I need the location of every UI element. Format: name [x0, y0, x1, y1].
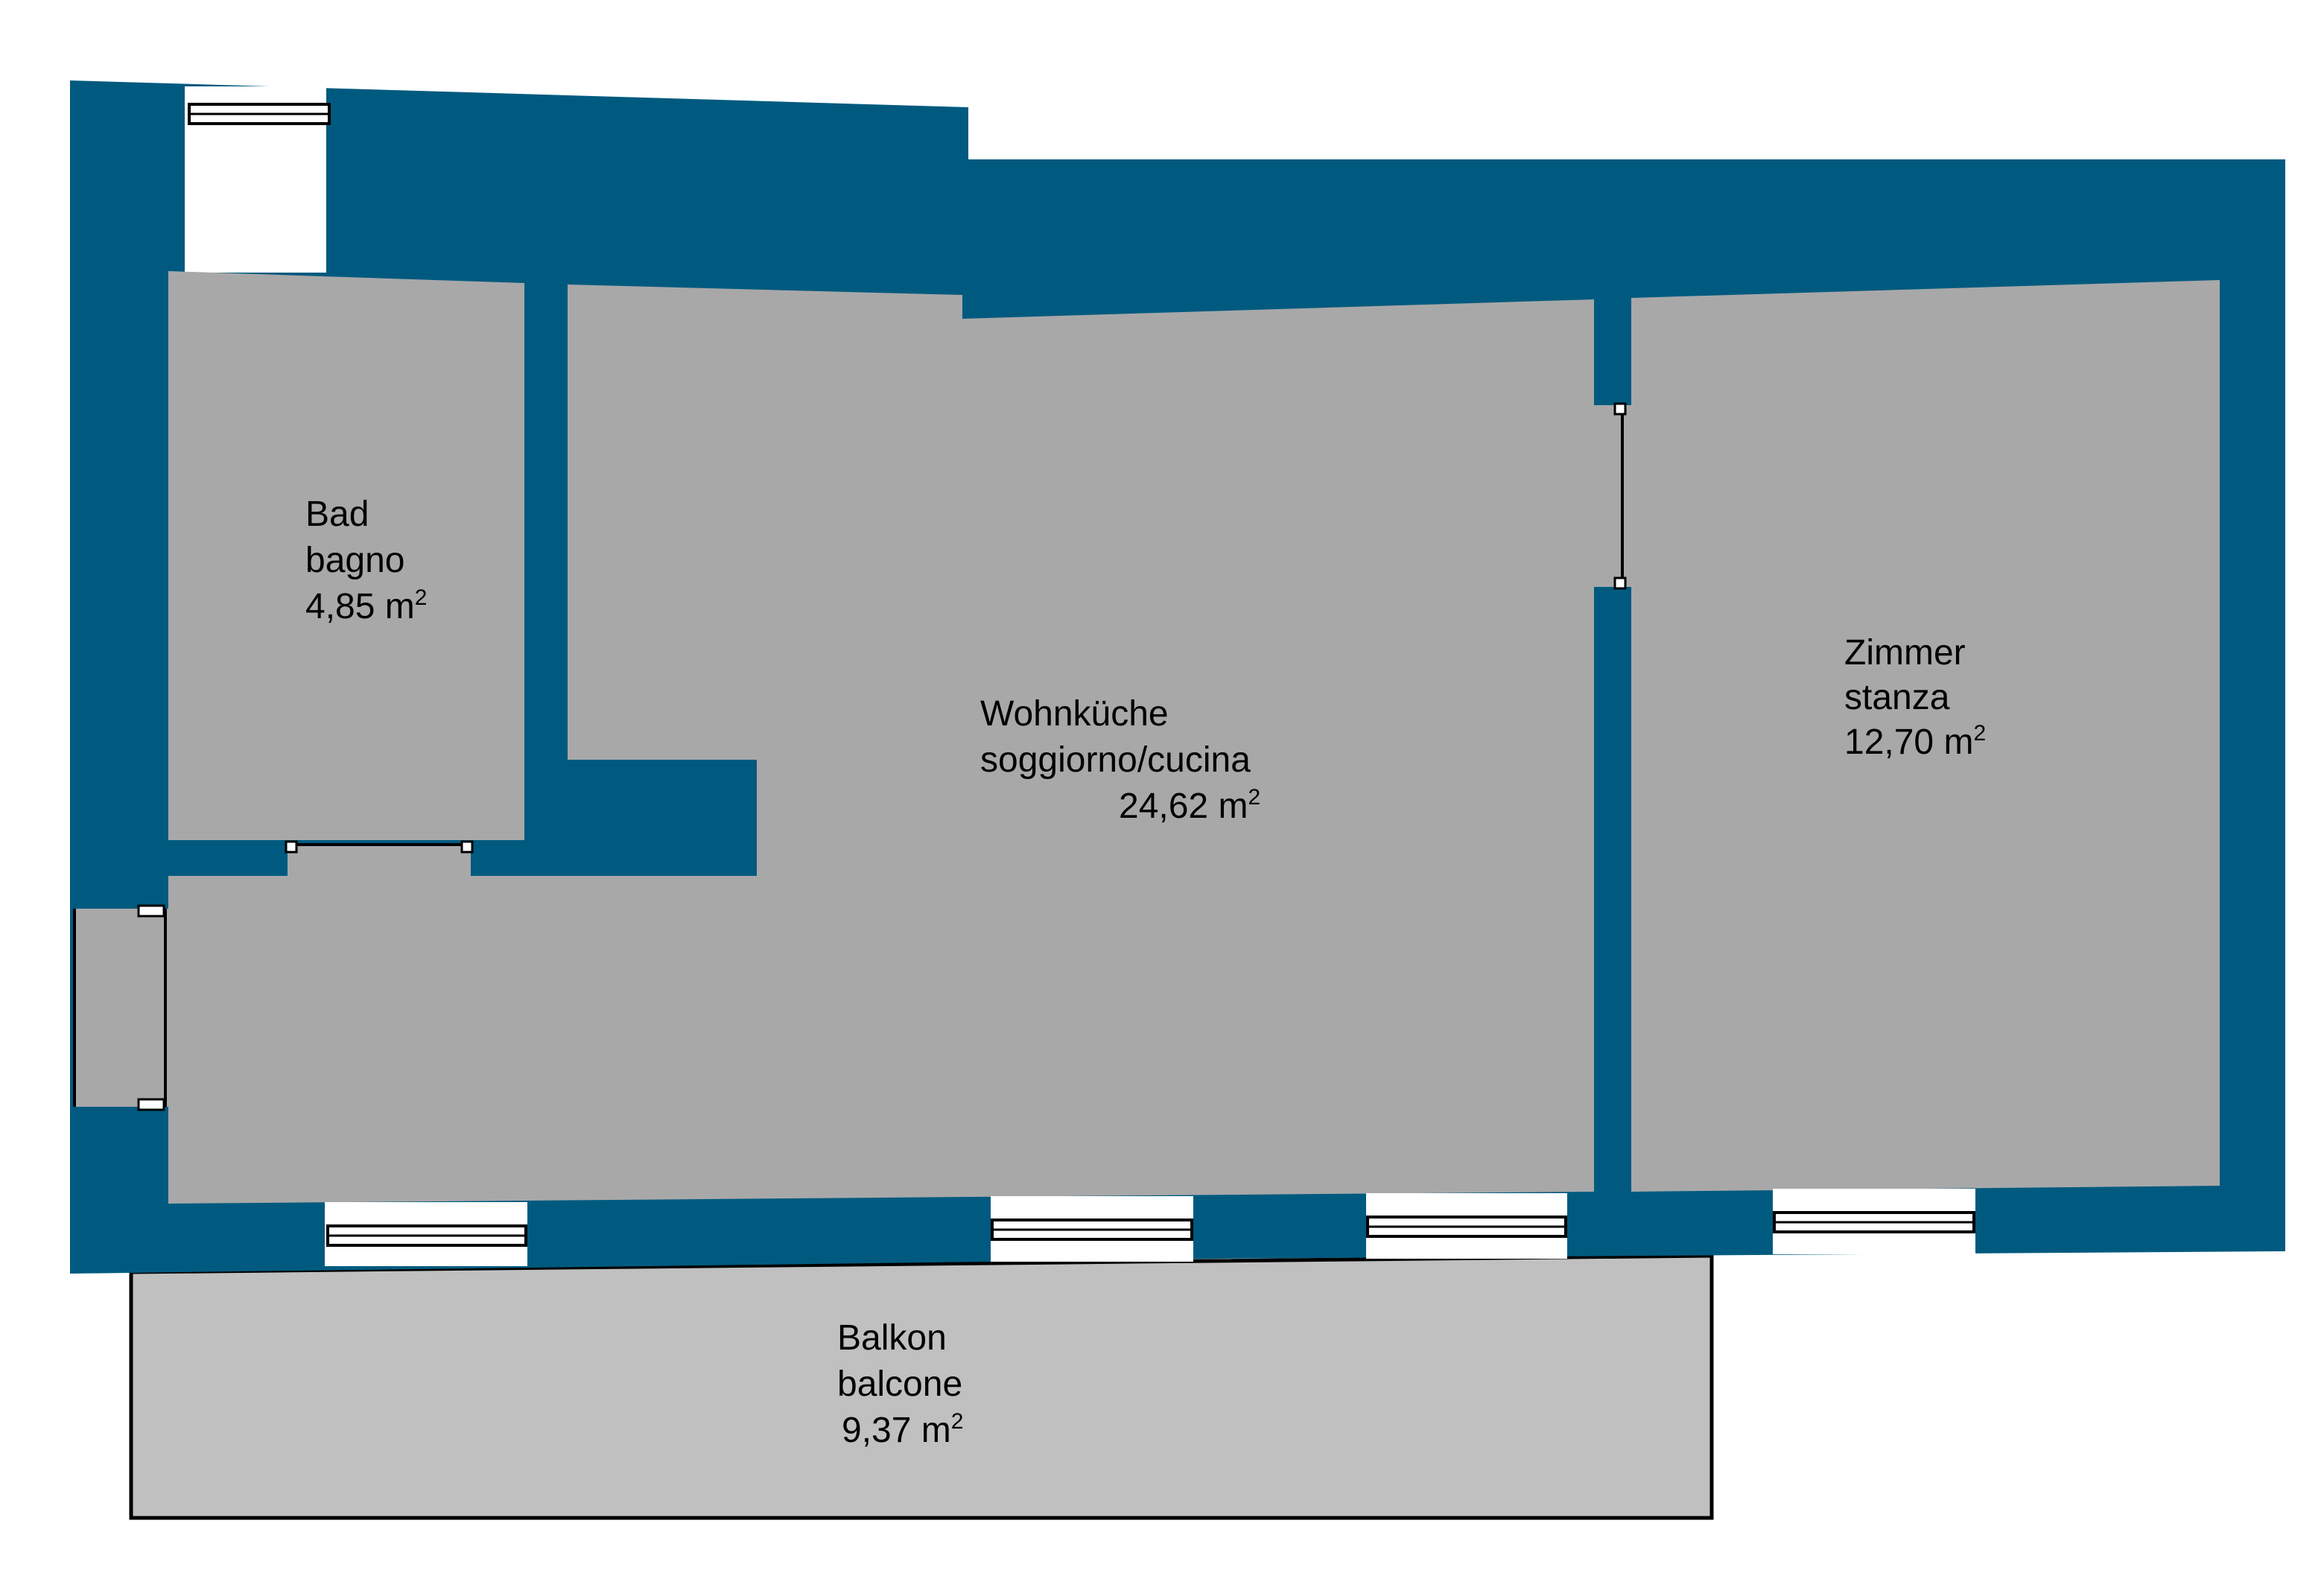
bad-floor — [168, 271, 524, 840]
zimmer-floor — [1631, 280, 2220, 1192]
balkon-area-sup: 2 — [951, 1409, 964, 1434]
svg-text:24,62 m2: 24,62 m2 — [1119, 785, 1260, 826]
label-wohnkueche: Wohnküche soggiorno/cucina 24,62 m2 — [980, 694, 1260, 826]
balkon-name-it: balcone — [837, 1364, 962, 1404]
window-bottom-4 — [1773, 1189, 1975, 1254]
wohnkueche-area-sup: 2 — [1248, 785, 1260, 810]
svg-text:4,85 m2: 4,85 m2 — [305, 585, 427, 626]
bad-area-sup: 2 — [415, 585, 428, 610]
label-bad: Bad bagno 4,85 m2 — [305, 495, 427, 626]
window-bottom-3 — [1366, 1193, 1567, 1259]
balkon-area: 9,37 m — [842, 1411, 951, 1450]
door-opening-zimmer — [1594, 405, 1631, 587]
wohnkueche-name-de: Wohnküche — [980, 694, 1169, 734]
zimmer-area-sup: 2 — [1973, 721, 1986, 746]
balkon-name-de: Balkon — [837, 1318, 947, 1358]
bad-name-de: Bad — [305, 495, 369, 534]
svg-text:12,70 m2: 12,70 m2 — [1844, 721, 1986, 762]
zimmer-name-de: Zimmer — [1844, 633, 1966, 673]
window-bottom-2 — [991, 1196, 1193, 1262]
wohnkueche-floor — [168, 285, 1594, 1204]
entrance-opening — [74, 909, 168, 1107]
zimmer-area: 12,70 m — [1844, 722, 1973, 762]
wohnkueche-area: 24,62 m — [1119, 787, 1248, 826]
zimmer-name-it: stanza — [1844, 678, 1950, 717]
bad-area: 4,85 m — [305, 587, 415, 626]
window-bottom-1 — [325, 1202, 527, 1266]
label-balkon: Balkon balcone 9,37 m2 — [837, 1318, 963, 1450]
svg-text:9,37 m2: 9,37 m2 — [842, 1409, 963, 1450]
bad-name-it: bagno — [305, 541, 404, 580]
wohnkueche-name-it: soggiorno/cucina — [980, 740, 1251, 780]
label-zimmer: Zimmer stanza 12,70 m2 — [1844, 633, 1986, 762]
